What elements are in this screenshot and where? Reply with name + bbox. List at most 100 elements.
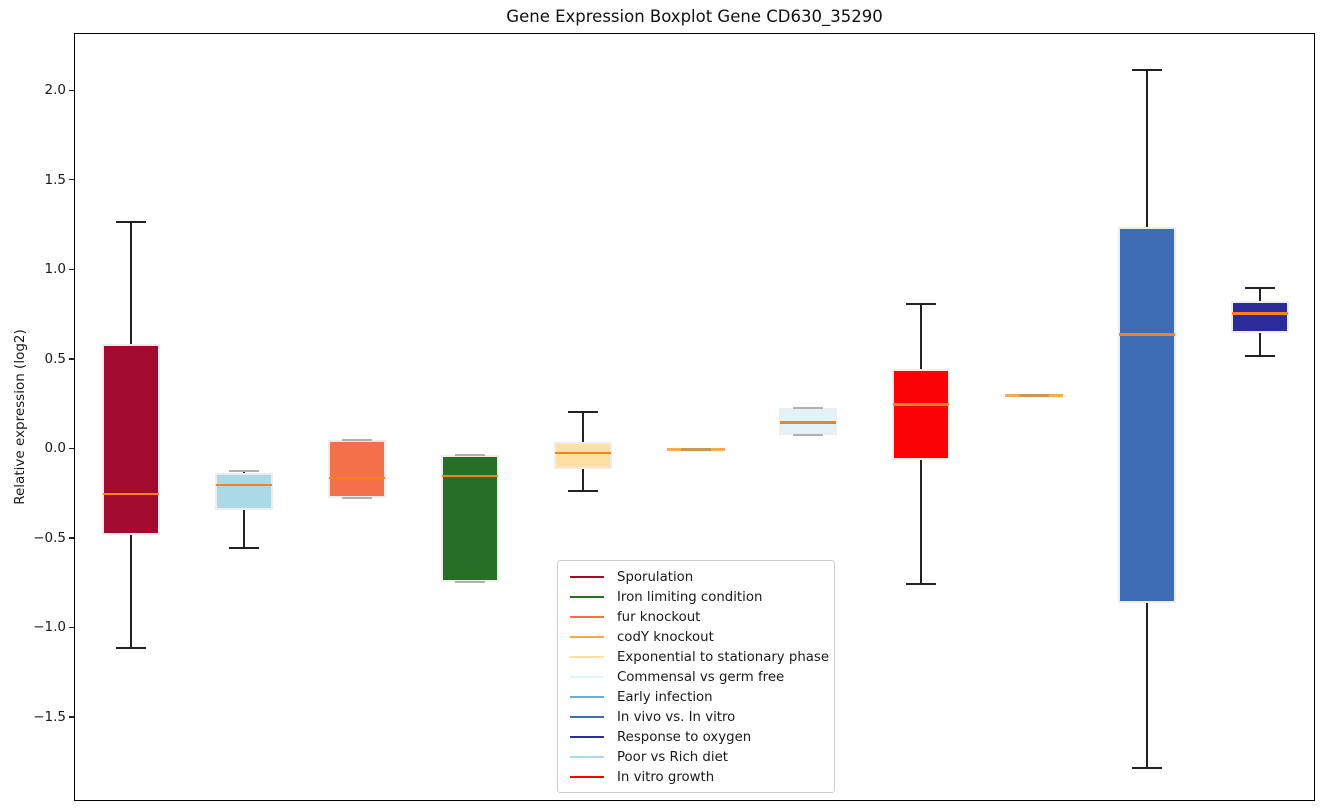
legend-item-iron-limiting-condition: Iron limiting condition bbox=[570, 587, 824, 607]
y-tick-mark bbox=[68, 537, 74, 539]
median-line bbox=[554, 451, 611, 455]
median-line bbox=[216, 483, 273, 487]
legend-color-swatch bbox=[570, 615, 604, 619]
box-iqr bbox=[553, 442, 612, 469]
lower-whisker-cap bbox=[454, 580, 485, 583]
lower-whisker-cap bbox=[342, 496, 373, 499]
legend-label: Iron limiting condition bbox=[617, 589, 763, 605]
legend-color-swatch bbox=[570, 755, 604, 759]
upper-whisker-line bbox=[581, 411, 584, 443]
y-tick-label: 1.5 bbox=[44, 171, 66, 188]
legend-label: Commensal vs germ free bbox=[617, 669, 785, 685]
y-axis-label: Relative expression (log2) bbox=[12, 329, 28, 505]
legend-item-poor-vs-rich-diet: Poor vs Rich diet bbox=[570, 747, 824, 767]
median-line bbox=[1118, 333, 1175, 337]
legend-label: fur knockout bbox=[617, 609, 701, 625]
legend-item-commensal-vs-germ-free: Commensal vs germ free bbox=[570, 667, 824, 687]
legend-color-swatch bbox=[570, 655, 604, 659]
y-tick-label: 1.0 bbox=[44, 261, 66, 278]
legend-label: Sporulation bbox=[617, 569, 694, 585]
median-line bbox=[441, 474, 498, 478]
legend-item-exponential-to-stationary-phase: Exponential to stationary phase bbox=[570, 647, 829, 667]
median-line bbox=[893, 403, 950, 406]
y-tick-mark bbox=[68, 447, 74, 450]
box-iqr bbox=[440, 454, 499, 582]
legend-label: Exponential to stationary phase bbox=[617, 649, 830, 665]
lower-whisker-line bbox=[130, 535, 133, 649]
box-iqr bbox=[215, 472, 274, 511]
legend-color-swatch bbox=[570, 735, 604, 739]
legend-item-early-infection: Early infection bbox=[570, 687, 824, 707]
lower-whisker-cap bbox=[116, 647, 147, 650]
legend-item-sporulation: Sporulation bbox=[570, 567, 824, 587]
legend-color-swatch bbox=[570, 675, 604, 679]
legend-item-response-to-oxygen: Response to oxygen bbox=[570, 727, 824, 747]
lower-whisker-line bbox=[920, 460, 923, 584]
lower-whisker-cap bbox=[229, 546, 260, 549]
upper-whisker-line bbox=[920, 304, 923, 369]
upper-whisker-cap bbox=[1131, 68, 1162, 71]
box-iqr bbox=[1117, 227, 1176, 604]
upper-whisker-line bbox=[130, 221, 133, 344]
legend-color-swatch bbox=[570, 595, 604, 599]
upper-whisker-line bbox=[1258, 288, 1261, 301]
lower-whisker-cap bbox=[906, 582, 937, 585]
upper-whisker-cap bbox=[116, 220, 147, 223]
legend-label: Early infection bbox=[617, 689, 713, 705]
lower-whisker-cap bbox=[1244, 355, 1275, 358]
y-tick-label: −1.5 bbox=[33, 708, 66, 725]
box-iqr bbox=[892, 368, 951, 461]
legend-item-in-vitro-growth: In vitro growth bbox=[570, 767, 824, 787]
y-tick-mark bbox=[68, 268, 74, 270]
box-iqr bbox=[328, 440, 387, 498]
y-tick-mark bbox=[68, 89, 74, 91]
upper-whisker-cap bbox=[567, 410, 598, 413]
legend-item-fur-knockout: fur knockout bbox=[570, 607, 824, 627]
y-tick-label: −0.5 bbox=[33, 529, 66, 546]
y-tick-mark bbox=[68, 626, 74, 629]
legend-label: In vivo vs. In vitro bbox=[617, 709, 736, 725]
legend-color-swatch bbox=[570, 775, 604, 779]
legend-item-in-vivo-vs-in-vitro: In vivo vs. In vitro bbox=[570, 707, 824, 727]
upper-whisker-cap bbox=[229, 469, 260, 472]
y-tick-label: 0.5 bbox=[44, 350, 66, 367]
upper-whisker-cap bbox=[1244, 287, 1275, 290]
chart-title: Gene Expression Boxplot Gene CD630_35290 bbox=[506, 7, 883, 26]
upper-whisker-cap bbox=[793, 407, 824, 410]
legend-color-swatch bbox=[570, 715, 604, 719]
lower-whisker-cap bbox=[567, 489, 598, 492]
legend-label: codY knockout bbox=[617, 629, 714, 645]
flat-box-center bbox=[1018, 394, 1049, 398]
legend-color-swatch bbox=[570, 695, 604, 699]
median-line bbox=[329, 476, 386, 480]
median-line bbox=[1231, 311, 1288, 315]
lower-whisker-cap bbox=[793, 434, 824, 436]
legend-label: Poor vs Rich diet bbox=[617, 749, 728, 765]
box-iqr bbox=[102, 343, 161, 536]
legend-item-cody-knockout: codY knockout bbox=[570, 627, 824, 647]
y-tick-label: 2.0 bbox=[44, 82, 66, 99]
lower-whisker-line bbox=[1145, 603, 1148, 768]
flat-box-center bbox=[680, 447, 711, 451]
median-line bbox=[780, 421, 837, 424]
y-tick-mark bbox=[68, 179, 74, 181]
legend-label: In vitro growth bbox=[617, 769, 715, 785]
y-tick-label: 0.0 bbox=[44, 440, 66, 457]
y-tick-mark bbox=[68, 358, 74, 360]
legend-color-swatch bbox=[570, 575, 604, 579]
upper-whisker-cap bbox=[342, 439, 373, 442]
upper-whisker-cap bbox=[906, 303, 937, 306]
legend-color-swatch bbox=[570, 635, 604, 639]
upper-whisker-line bbox=[1145, 69, 1148, 228]
y-tick-mark bbox=[68, 716, 74, 718]
y-tick-label: −1.0 bbox=[33, 619, 66, 636]
median-line bbox=[103, 492, 160, 496]
lower-whisker-line bbox=[581, 469, 584, 491]
upper-whisker-cap bbox=[454, 453, 485, 456]
box-iqr bbox=[1230, 300, 1289, 333]
lower-whisker-cap bbox=[1131, 766, 1162, 769]
lower-whisker-line bbox=[243, 510, 246, 548]
lower-whisker-line bbox=[1258, 332, 1261, 357]
